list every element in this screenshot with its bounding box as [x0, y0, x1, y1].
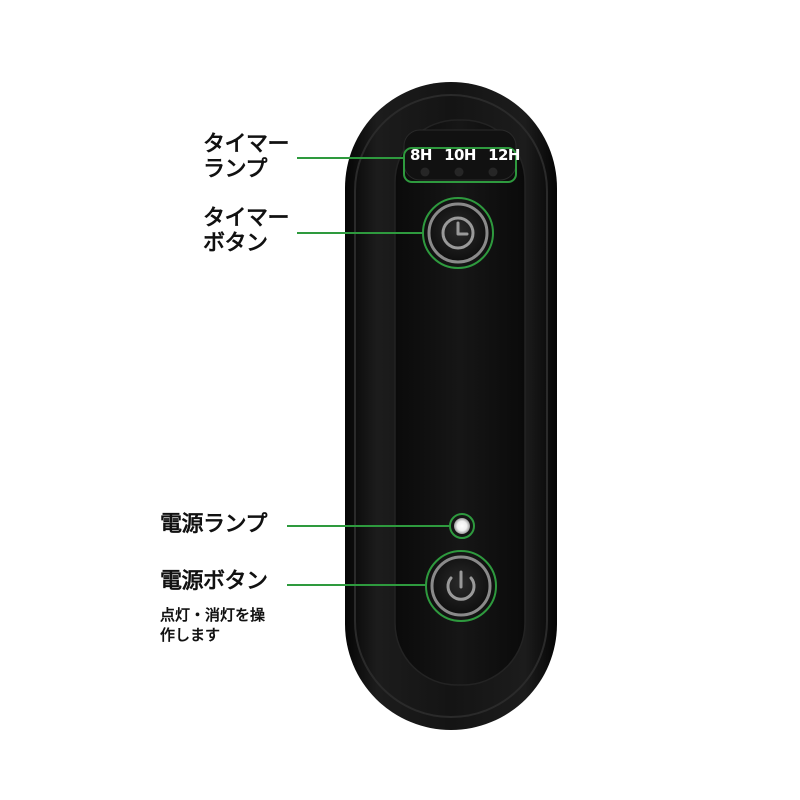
power-icon	[446, 570, 476, 601]
power-lamp-label: 電源ランプ	[160, 512, 267, 537]
timer-button-label-line1: タイマー	[203, 206, 290, 231]
timer-led-8h	[420, 167, 430, 177]
timer-level-labels: 8H 10H 12H	[410, 146, 520, 164]
power-button-label: 電源ボタン	[160, 569, 268, 594]
timer-led-12h	[488, 167, 498, 177]
timer-button[interactable]	[422, 197, 494, 269]
power-lamp-callout: 電源ランプ	[160, 512, 267, 538]
device-panel	[394, 119, 526, 686]
timer-button-callout: タイマー ボタン	[203, 206, 290, 256]
clock-icon	[441, 216, 475, 250]
timer-level-12h: 12H	[488, 146, 520, 164]
power-lamp	[454, 518, 470, 534]
timer-button-label-line2: ボタン	[203, 230, 268, 256]
power-button-note-line1: 点灯・消灯を操	[160, 606, 266, 624]
timer-lamp-callout: タイマー ランプ	[203, 132, 290, 182]
power-button-note-line2: 作します	[160, 625, 221, 644]
timer-led-10h	[454, 167, 464, 177]
timer-lamp-label-line2: ランプ	[203, 156, 267, 182]
timer-level-8h: 8H	[410, 146, 433, 164]
timer-lamp-label-line1: タイマー	[203, 132, 290, 157]
power-button-note: 点灯・消灯を操 作します	[160, 606, 300, 645]
timer-lamp-highlight	[403, 147, 517, 183]
device-rim	[354, 94, 548, 718]
power-button-callout: 電源ボタン	[160, 569, 268, 595]
power-button[interactable]	[425, 550, 497, 622]
timer-level-10h: 10H	[444, 146, 476, 164]
